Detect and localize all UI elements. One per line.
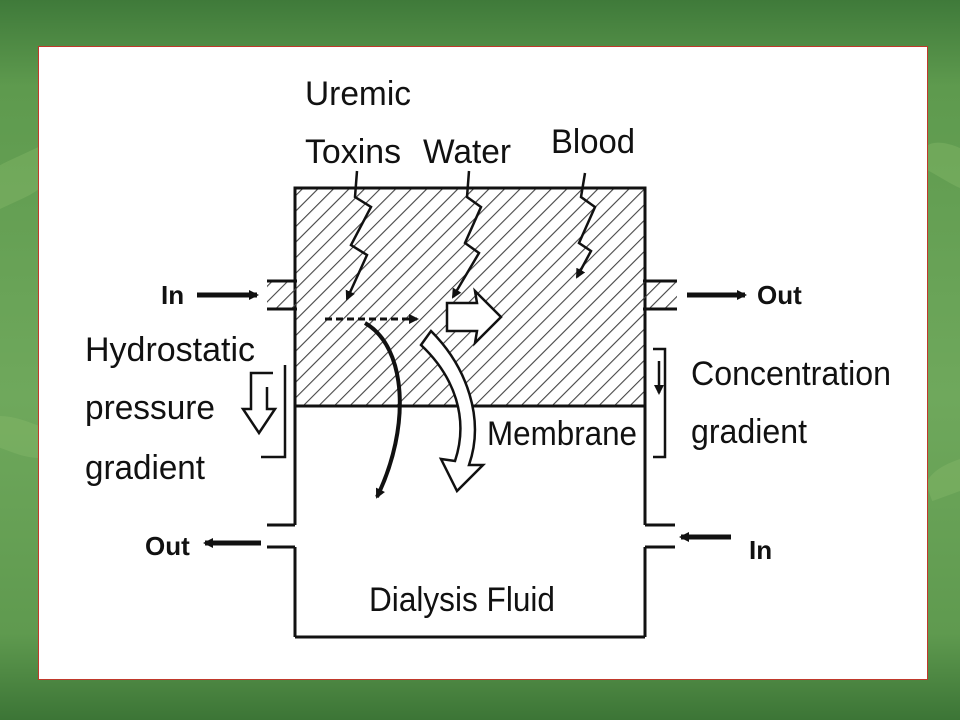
fluid-in-label: In	[749, 535, 772, 565]
dialysis-fluid-label: Dialysis Fluid	[369, 581, 555, 619]
fluid-out-label: Out	[145, 531, 190, 561]
blood-outlet-channel	[643, 281, 677, 309]
water-flow-arrow	[445, 287, 503, 347]
uremic-label: Uremic	[305, 75, 411, 113]
dialyzer-diagram: In Out Out In Uremic Toxins Water Blood	[85, 75, 891, 639]
toxins-label: Toxins	[305, 133, 401, 171]
gradient-left-label: gradient	[85, 449, 206, 487]
blood-in-label: In	[161, 280, 184, 310]
membrane-label: Membrane	[487, 415, 637, 453]
hydrostatic-bracket	[261, 365, 287, 459]
concentration-label: Concentration	[691, 355, 891, 393]
blood-out-label: Out	[757, 280, 802, 310]
blood-label: Blood	[551, 123, 635, 161]
toxins-pointer	[345, 170, 373, 301]
slide-frame: In Out Out In Uremic Toxins Water Blood	[38, 46, 928, 680]
water-pointer	[451, 170, 483, 299]
water-label: Water	[423, 133, 511, 171]
hydrostatic-label: Hydrostatic	[85, 331, 255, 369]
pressure-label: pressure	[85, 389, 215, 427]
gradient-right-label: gradient	[691, 413, 808, 451]
blood-inlet-channel	[267, 281, 297, 309]
blood-pointer	[575, 172, 597, 279]
concentration-bracket	[653, 347, 667, 459]
hydrostatic-arrow	[240, 371, 278, 436]
diffusion-arrow	[363, 321, 402, 499]
ultrafiltration-arrow	[419, 329, 487, 494]
